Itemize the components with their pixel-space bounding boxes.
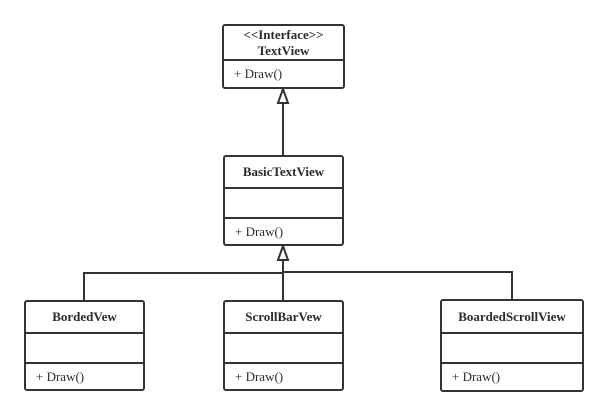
class-box-textview[interactable]: <<Interface>> TextView + Draw() [222,24,345,89]
class-box-basictextview[interactable]: BasicTextView + Draw() [223,155,344,246]
class-attributes-basictextview [225,187,342,217]
class-name-bordedvew: BordedVew [52,309,117,324]
class-attributes-boardedscrollview [442,332,582,362]
class-methods-basictextview: + Draw() [225,217,342,244]
class-header-scrollbarvew: ScrollBarVew [225,302,342,332]
class-attributes-bordedvew [26,332,143,362]
class-name-basictextview: BasicTextView [242,164,325,179]
generalization-connector-boardedscrollview [283,271,513,300]
generalization-connector-bordedvew [83,272,283,301]
class-box-scrollbarvew[interactable]: ScrollBarVew + Draw() [223,300,344,391]
class-name-textview: TextView [257,42,310,58]
method-bordedvew-draw: + Draw() [36,368,85,384]
class-name-boardedscrollview: BoardedScrollView [458,308,566,324]
method-textview-draw: + Draw() [234,66,283,81]
method-boardedscrollview-draw: + Draw() [452,369,501,384]
class-methods-boardedscrollview: + Draw() [442,362,582,390]
class-methods-textview: + Draw() [224,59,343,87]
class-header-basictextview: BasicTextView [225,157,342,187]
class-methods-scrollbarvew: + Draw() [225,362,342,389]
class-attributes-scrollbarvew [225,332,342,362]
class-box-boardedscrollview[interactable]: BoardedScrollView + Draw() [440,299,584,392]
inheritance-arrowhead-basictextview [276,243,290,261]
class-stereotype-textview: <<Interface>> [243,26,324,42]
class-header-bordedvew: BordedVew [26,302,143,332]
class-name-scrollbarvew: ScrollBarVew [245,309,322,324]
class-methods-bordedvew: + Draw() [26,362,143,389]
inheritance-arrowhead-textview [276,86,290,104]
class-header-textview: <<Interface>> TextView [224,26,343,59]
method-scrollbarvew-draw: + Draw() [235,368,284,384]
method-basictextview-draw: + Draw() [235,223,284,239]
class-header-boardedscrollview: BoardedScrollView [442,301,582,332]
class-box-bordedvew[interactable]: BordedVew + Draw() [24,300,145,391]
